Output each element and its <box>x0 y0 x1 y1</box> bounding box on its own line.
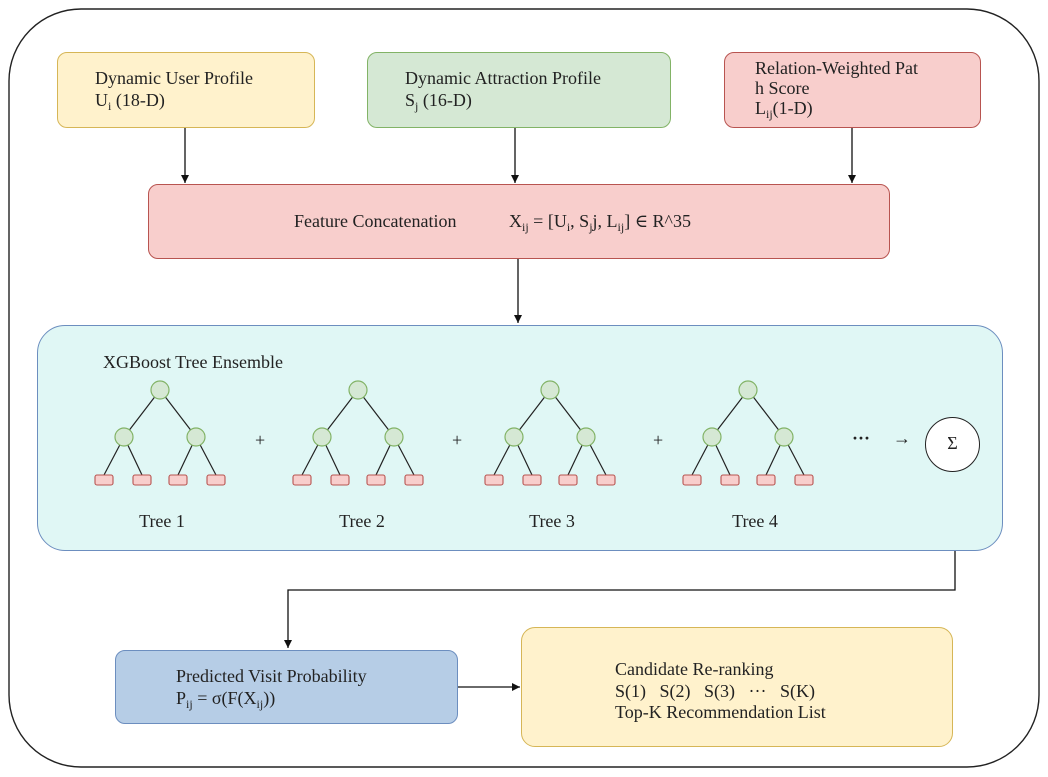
feature-concatenation-box: Feature Concatenation Xij = [Ui, Sjj, Li… <box>148 184 890 259</box>
attraction-profile-dim: Sj (16-D) <box>405 90 472 113</box>
feature-concatenation-label: Feature Concatenation <box>294 211 457 231</box>
tree-4-edge-root-1 <box>747 389 785 438</box>
tree-3-leaf-3 <box>596 474 616 486</box>
tree-1-edge-root-1 <box>159 389 197 438</box>
tree-4-leaf-1 <box>720 474 740 486</box>
tree-4-leaf-2 <box>756 474 776 486</box>
tree-3-edge-root-0 <box>513 389 551 438</box>
tree-2-leaf-3 <box>404 474 424 486</box>
reranking-title: Candidate Re-ranking <box>615 659 774 679</box>
path-score-line2: h Score <box>755 78 810 98</box>
tree-label-4: Tree 4 <box>732 511 778 531</box>
prediction-formula: Pij = σ(F(Xij)) <box>176 688 276 711</box>
tree-2-leaf-0 <box>292 474 312 486</box>
tree-2-internal-node-1 <box>384 427 404 447</box>
tree-label-2: Tree 2 <box>339 511 385 531</box>
attraction-profile-box: Dynamic Attraction Profile Sj (16-D) <box>367 52 671 128</box>
tree-2-internal-node-0 <box>312 427 332 447</box>
prediction-box: Predicted Visit Probability Pij = σ(F(Xi… <box>115 650 458 724</box>
tree-label-1: Tree 1 <box>139 511 185 531</box>
tree-1-internal-node-0 <box>114 427 134 447</box>
plus-sign-2: + <box>452 430 463 450</box>
arrow-to-sum: → <box>893 428 911 448</box>
feature-concatenation-formula: Xij = [Ui, Sjj, Lij] ∈ R^35 <box>509 211 691 234</box>
tree-1-root-node <box>150 380 170 400</box>
prediction-title: Predicted Visit Probability <box>176 666 367 686</box>
ensemble-title: XGBoost Tree Ensemble <box>103 352 283 372</box>
plus-sign-1: + <box>255 430 266 450</box>
tree-3-root-node <box>540 380 560 400</box>
tree-3-internal-node-1 <box>576 427 596 447</box>
tree-label-3: Tree 3 <box>529 511 575 531</box>
path-score-line1: Relation-Weighted Pat <box>755 58 919 78</box>
sum-node: Σ <box>925 417 980 472</box>
tree-3-leaf-2 <box>558 474 578 486</box>
user-profile-box: Dynamic User Profile Ui (18-D) <box>57 52 315 128</box>
path-score-box: Relation-Weighted Pat h Score Lij(1-D) <box>724 52 981 128</box>
tree-2-edge-root-0 <box>321 389 359 438</box>
tree-2-leaf-1 <box>330 474 350 486</box>
tree-1-edge-root-0 <box>123 389 161 438</box>
reranking-box: Candidate Re-ranking S(1) S(2) S(3) ··· … <box>521 627 953 747</box>
tree-1-leaf-0 <box>94 474 114 486</box>
tree-4-internal-node-1 <box>774 427 794 447</box>
tree-4-edge-root-0 <box>711 389 749 438</box>
user-profile-title: Dynamic User Profile <box>95 68 253 88</box>
tree-1-leaf-2 <box>168 474 188 486</box>
tree-2-edge-root-1 <box>357 389 395 438</box>
tree-1-internal-node-1 <box>186 427 206 447</box>
tree-3-leaf-0 <box>484 474 504 486</box>
sum-symbol: Σ <box>947 433 958 453</box>
tree-4-internal-node-0 <box>702 427 722 447</box>
outer-frame <box>8 8 1040 768</box>
tree-3-internal-node-0 <box>504 427 524 447</box>
plus-sign-3: + <box>653 430 664 450</box>
tree-4-leaf-3 <box>794 474 814 486</box>
attraction-profile-title: Dynamic Attraction Profile <box>405 68 601 88</box>
tree-4-root-node <box>738 380 758 400</box>
ellipsis: ··· <box>852 428 871 448</box>
tree-1-leaf-1 <box>132 474 152 486</box>
tree-3-leaf-1 <box>522 474 542 486</box>
tree-3-edge-root-1 <box>549 389 587 438</box>
reranking-sequence: S(1) S(2) S(3) ··· S(K) <box>615 681 815 701</box>
tree-4-leaf-0 <box>682 474 702 486</box>
tree-1-leaf-3 <box>206 474 226 486</box>
tree-2-root-node <box>348 380 368 400</box>
path-score-dim: Lij(1-D) <box>755 98 813 121</box>
user-profile-dim: Ui (18-D) <box>95 90 165 113</box>
reranking-footer: Top-K Recommendation List <box>615 702 826 722</box>
tree-2-leaf-2 <box>366 474 386 486</box>
